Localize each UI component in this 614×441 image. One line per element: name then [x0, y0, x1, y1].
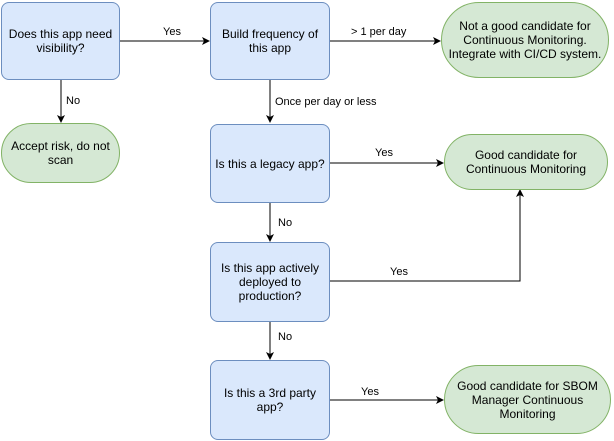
decision-need-visibility: Does this app need visibility? [1, 2, 120, 80]
edge-deployed-to-good-cm [330, 189, 524, 282]
edge-label-more-than-once: > 1 per day [350, 26, 408, 38]
edge-label-visibility-yes: Yes [162, 26, 182, 38]
step-build-frequency: Build frequency of this app [210, 2, 330, 80]
outcome-accept-risk: Accept risk, do not scan [1, 123, 120, 183]
decision-third-party: Is this a 3rd party app? [210, 360, 330, 440]
edge-label-visibility-no: No [65, 95, 82, 107]
edge-label-third-party-yes: Yes [360, 386, 380, 398]
outcome-not-good-candidate: Not a good candidate for Continuous Moni… [441, 2, 609, 78]
decision-legacy-app: Is this a legacy app? [210, 124, 330, 203]
edge-label-legacy-no: No [277, 217, 294, 229]
outcome-good-candidate-cm: Good candidate for Continuous Monitoring [444, 134, 608, 190]
edge-label-deployed-yes: Yes [389, 266, 409, 278]
outcome-good-candidate-sbom: Good candidate for SBOM Manager Continuo… [444, 365, 611, 434]
decision-actively-deployed: Is this app actively deployed to product… [210, 242, 330, 322]
edge-label-deployed-no: No [277, 331, 294, 343]
edge-label-legacy-yes: Yes [374, 147, 394, 159]
edge-label-once-or-less: Once per day or less [274, 96, 378, 108]
